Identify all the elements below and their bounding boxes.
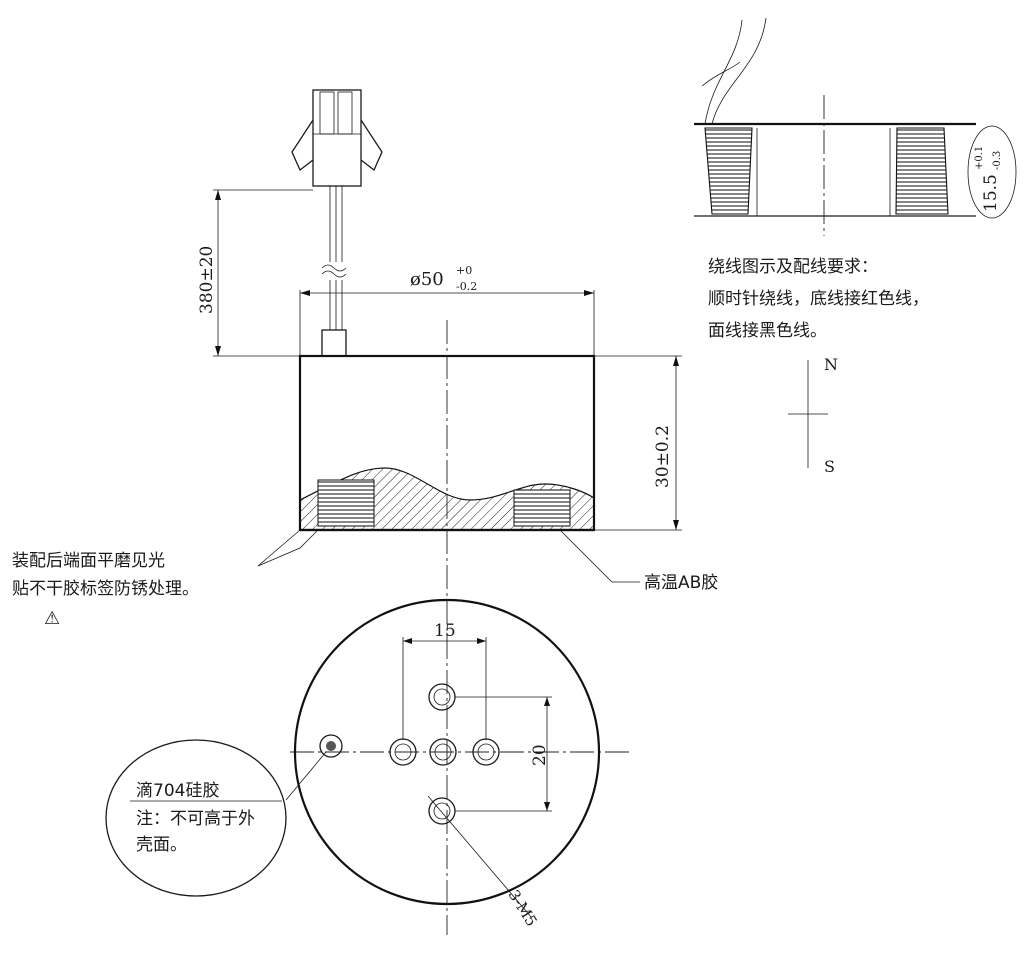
diameter-tol-lower: -0.2	[456, 280, 477, 293]
winding-note-line3: 面线接黑色线。	[708, 321, 827, 341]
silicone-hole	[319, 734, 343, 758]
diameter-dimension: ø50 +0 -0.2	[300, 264, 594, 296]
diameter-label: ø50	[410, 269, 444, 290]
center-hole	[429, 738, 457, 766]
coil-tol-lower: -0.3	[992, 151, 1003, 170]
height-dimension: 30±0.2	[594, 355, 682, 531]
winding-detail: 15.5 +0.1 -0.3	[694, 17, 1017, 236]
threaded-hole-top	[428, 683, 456, 711]
silicone-note-line2: 注：不可高于外	[136, 809, 255, 829]
lead-wires	[321, 186, 347, 357]
coil-height-label: 15.5	[981, 174, 1001, 212]
hole-spacing-x-label: 15	[434, 621, 456, 641]
assembly-note-line1: 装配后端面平磨见光	[12, 551, 165, 571]
winding-note-line1: 绕线图示及配线要求：	[708, 257, 878, 277]
adhesive-leader: 高温AB胶	[559, 529, 718, 593]
diameter-tol-upper: +0	[456, 264, 472, 277]
bottom-view	[293, 598, 601, 906]
pole-south-label: S	[824, 457, 835, 476]
hole-spacing-y-label: 20	[530, 744, 550, 766]
warning-icon: ⚠	[44, 608, 60, 629]
height-label: 30±0.2	[653, 425, 673, 488]
silicone-note-line3: 壳面。	[136, 835, 187, 855]
thread-spec-label: 3-M5	[505, 887, 541, 930]
lead-length-label: 380±20	[197, 246, 217, 314]
adhesive-note: 高温AB胶	[644, 573, 718, 593]
pole-north-label: N	[824, 355, 838, 374]
assembly-note-leader: 装配后端面平磨见光 贴不干胶标签防锈处理。 ⚠	[12, 529, 319, 629]
silicone-note-line1: 滴704硅胶	[136, 781, 219, 801]
lead-length-dimension: 380±20	[197, 189, 313, 357]
assembly-note-line2: 贴不干胶标签防锈处理。	[12, 579, 199, 599]
thread-spec-leader: 3-M5	[427, 795, 541, 930]
pole-indicator: N S	[788, 355, 838, 476]
connector	[291, 89, 383, 187]
silicone-callout: 滴704硅胶 注：不可高于外 壳面。	[105, 739, 327, 897]
hole-spacing-y-dimension: 20	[455, 696, 552, 812]
coil-tol-upper: +0.1	[974, 146, 985, 170]
hole-spacing-x-dimension: 15	[402, 621, 487, 740]
winding-note-line2: 顺时针绕线，底线接红色线，	[708, 289, 929, 309]
